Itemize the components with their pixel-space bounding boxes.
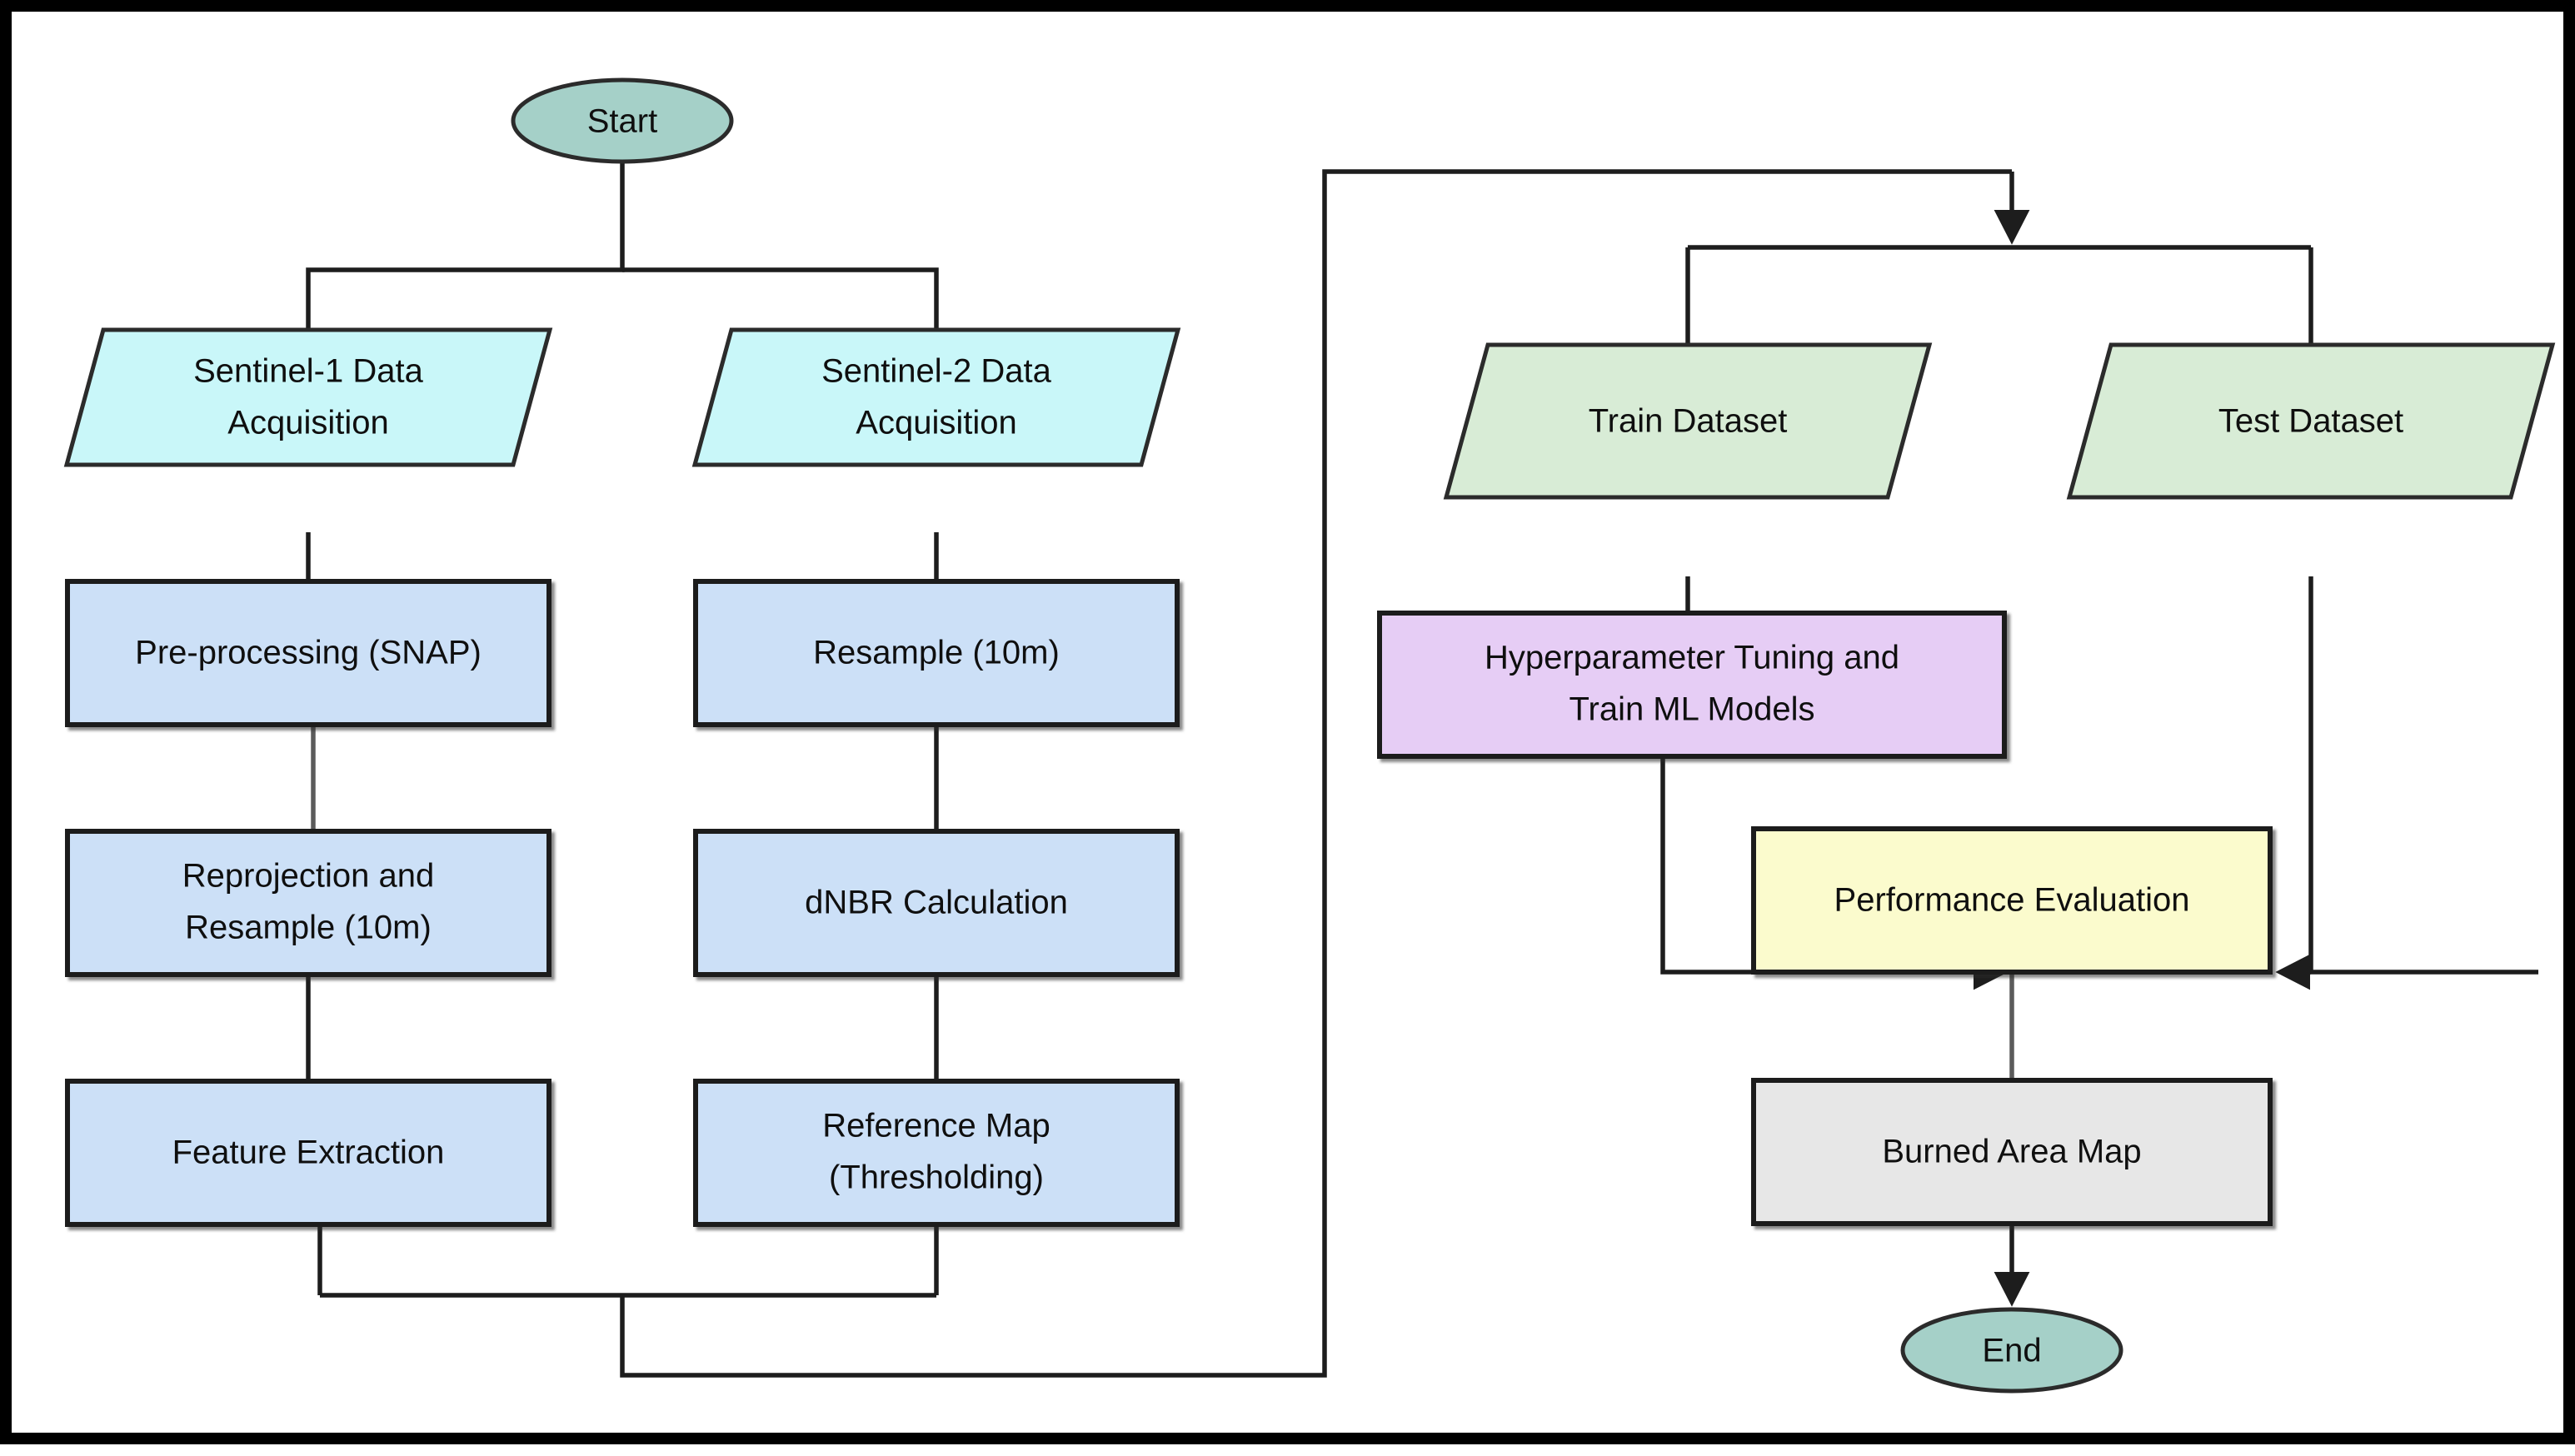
sentinel1-label-line1: Sentinel-1 Data: [193, 353, 423, 390]
node-reprojection-and-resample[interactable]: Reprojection and Resample (10m): [65, 829, 551, 977]
edge-test-dataset-to-performance-evaluation: [2308, 576, 2538, 975]
pre-processing-rect: [65, 579, 551, 727]
reprojection-label-line2: Resample (10m): [185, 910, 432, 946]
node-test-dataset[interactable]: Test Dataset: [2066, 342, 2556, 500]
feature-extraction-rect: [65, 1079, 551, 1227]
performance-evaluation-rect: [1751, 826, 2273, 975]
end-ellipse: [1900, 1307, 2123, 1394]
sentinel2-label-line1: Sentinel-2 Data: [821, 353, 1051, 390]
node-sentinel1-data-acquisition[interactable]: Sentinel-1 Data Acquisition: [63, 327, 553, 467]
flowchart-canvas: Start Sentinel-1 Data Acquisition Sentin…: [63, 77, 2556, 1394]
edge-loop-down-and-right: [620, 169, 2012, 1378]
sentinel2-label-line2: Acquisition: [856, 405, 1016, 441]
node-pre-processing-snap[interactable]: Pre-processing (SNAP): [65, 579, 551, 727]
reprojection-rect: [65, 829, 551, 977]
node-end[interactable]: End: [1900, 1307, 2123, 1394]
node-sentinel2-data-acquisition[interactable]: Sentinel-2 Data Acquisition: [691, 327, 1181, 467]
end-label: End: [1982, 1333, 2041, 1369]
feature-extraction-label: Feature Extraction: [172, 1134, 445, 1171]
start-label: Start: [587, 103, 657, 140]
pre-processing-label: Pre-processing (SNAP): [135, 635, 482, 671]
burned-area-map-label: Burned Area Map: [1882, 1134, 2141, 1170]
node-train-dataset[interactable]: Train Dataset: [1443, 342, 1933, 500]
hyperparameter-label-line1: Hyperparameter Tuning and: [1485, 640, 1899, 676]
performance-evaluation-label: Performance Evaluation: [1834, 882, 2190, 919]
test-dataset-label: Test Dataset: [2218, 403, 2403, 440]
node-burned-area-map[interactable]: Burned Area Map: [1751, 1078, 2273, 1226]
reference-map-rect: [693, 1079, 1180, 1227]
node-hyperparameter-tuning[interactable]: Hyperparameter Tuning and Train ML Model…: [1377, 611, 2007, 759]
sentinel1-label-line2: Acquisition: [227, 405, 388, 441]
test-dataset-parallelogram: [2066, 342, 2556, 500]
node-reference-map-thresholding[interactable]: Reference Map (Thresholding): [693, 1079, 1180, 1227]
reference-map-label-line1: Reference Map: [822, 1108, 1050, 1144]
train-dataset-label: Train Dataset: [1589, 403, 1788, 440]
sentinel1-parallelogram: [63, 327, 553, 467]
reprojection-label-line1: Reprojection and: [182, 858, 434, 895]
resample-label: Resample (10m): [813, 635, 1060, 671]
burned-area-map-rect: [1751, 1078, 2273, 1226]
train-dataset-parallelogram: [1443, 342, 1933, 500]
node-feature-extraction[interactable]: Feature Extraction: [65, 1079, 551, 1227]
node-start[interactable]: Start: [511, 77, 734, 164]
sentinel2-parallelogram: [691, 327, 1181, 467]
resample-rect: [693, 579, 1180, 727]
dnbr-label: dNBR Calculation: [805, 885, 1068, 921]
start-ellipse: [511, 77, 734, 164]
hyperparameter-rect: [1377, 611, 2007, 759]
node-resample-10m[interactable]: Resample (10m): [693, 579, 1180, 727]
reference-map-label-line2: (Thresholding): [829, 1159, 1044, 1196]
node-performance-evaluation[interactable]: Performance Evaluation: [1751, 826, 2273, 975]
node-dnbr-calculation[interactable]: dNBR Calculation: [693, 829, 1180, 977]
dnbr-rect: [693, 829, 1180, 977]
hyperparameter-label-line2: Train ML Models: [1569, 691, 1815, 728]
